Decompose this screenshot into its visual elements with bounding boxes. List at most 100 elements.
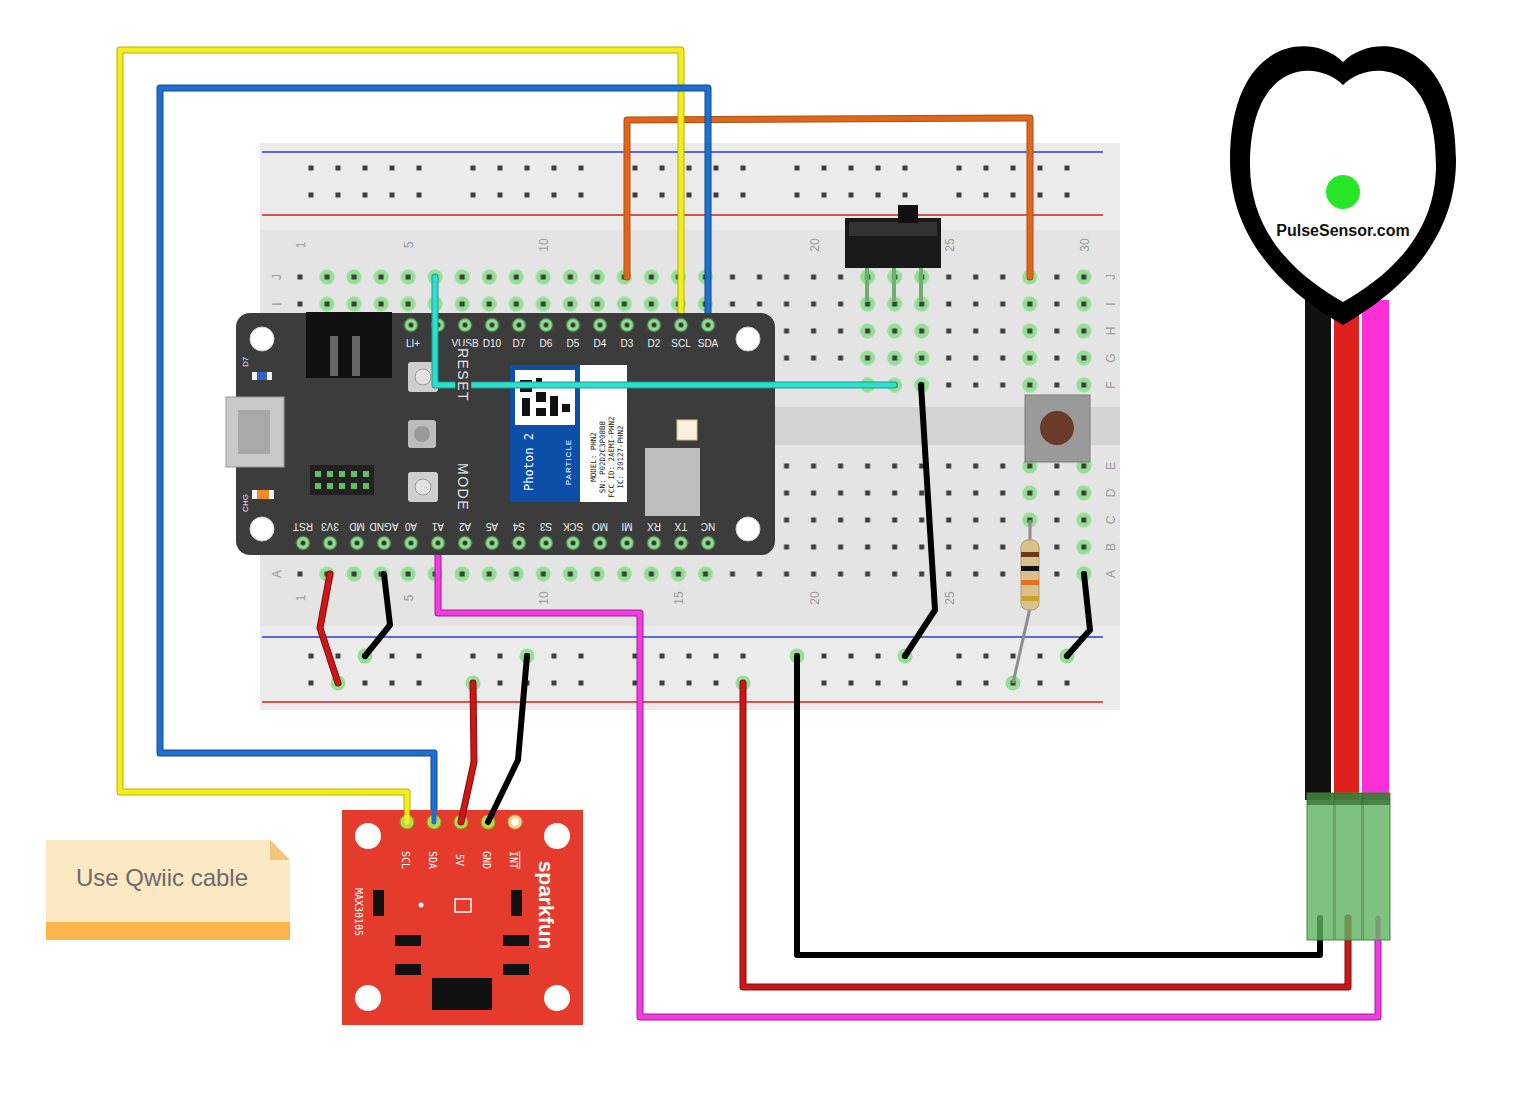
led-label: D7 [241,357,250,367]
row-letter: E [1105,460,1119,472]
pin-label-holder: AGND [370,519,399,537]
row-letter-holder: D [1101,487,1119,500]
jumper-wire [320,574,338,683]
module-info-holder: IC: 20127-PHN2 [609,425,627,488]
pin-label: S3 [540,521,552,533]
photon-board-graphic [414,426,430,442]
pin-label-holder: NC [701,519,715,537]
photon-board-graphic [522,398,530,416]
pin-label-holder: D6 [540,333,553,351]
pin-label-holder: MI [621,519,632,537]
row-letter-holder: H [1101,325,1119,338]
resistor-symbol [1021,596,1039,601]
column-number: 5 [403,593,417,604]
photon-board-graphic [330,336,338,376]
resistor-symbol [1013,520,1039,683]
column-number: 15 [673,589,687,606]
pin-label: A2 [459,521,471,533]
sensor-breakout-graphic [503,935,529,946]
pin-label-holder: D10 [483,333,501,351]
column-number: 20 [809,589,823,606]
pin-label: INT [508,851,520,869]
part-number-holder: MAX30105 [351,888,369,936]
column-number-holder: 20 [805,236,823,253]
breadboard-holes [460,155,595,209]
photon-board-graphic [536,408,546,416]
part-number: MAX30105 [353,888,365,936]
breadboard-holes [298,155,433,209]
sensor-breakout-graphic [512,819,519,826]
sensor-breakout-graphic [395,964,421,975]
module-info: SN: P02D2C3P08B8 [599,421,608,493]
jumper-wire [905,385,935,656]
sensor-breakout-graphic [544,985,570,1011]
column-number-holder: 5 [399,240,417,251]
pin-label: SDA [427,851,439,869]
pin-label: D3 [621,338,634,350]
pin-label: AGND [370,521,399,533]
row-letter: J [271,272,285,282]
jumper-wire [797,656,1320,955]
hole-highlight [1016,264,1043,399]
brand-logo-holder: sparkfun [534,861,558,950]
photon-board-graphic [550,396,558,416]
column-number: 5 [403,240,417,251]
photon-board-graphic [677,420,697,440]
breadboard-holes [298,643,433,697]
resistor-symbol [1021,566,1039,571]
brand-logo: sparkfun [534,861,558,950]
column-number: 1 [295,593,309,604]
sensor-face [1250,71,1436,302]
pin-label-holder: INT [506,851,524,869]
button-label-holder: RESET [454,346,472,404]
photon-board-graphic [238,410,270,454]
pin-label: MO [592,521,608,533]
pin-label: A5 [486,521,498,533]
note-fold [270,840,290,860]
cable-connector [1335,793,1362,940]
photon-board-graphic [415,369,431,385]
pin-label: RX [647,521,661,533]
slide-switch [845,218,941,268]
column-number-holder: 25 [940,589,958,606]
button-label-holder: MODE [454,463,472,511]
cable-connector [1307,793,1334,940]
row-letter-holder: J [267,272,285,282]
jumper-wire [435,277,894,385]
brand-url-holder: PulseSensor.com [1276,222,1409,240]
photon-board-graphic [736,517,760,541]
pin-label: MI [621,521,632,533]
row-letter-holder: C [1101,514,1119,527]
breadboard [262,701,1103,703]
slide-switch [898,205,918,223]
pin-label-holder: GND [479,851,497,869]
pin-label-holder: SCL [398,851,416,869]
jumper-wire [461,683,474,822]
sensor-breakout-graphic [342,810,583,1025]
module-info: MODEL: PHN2 [590,432,599,482]
jumper-wire [1067,574,1090,656]
signal-wire [438,555,1378,1017]
row-letter-holder: F [1101,379,1119,390]
pin-label-holder: RX [647,519,661,537]
button-label: MODE [455,463,471,511]
cable-connector [1307,793,1390,805]
jumper-wire [627,118,1030,277]
column-number: 10 [538,236,552,253]
pin-label-holder: RST [293,519,313,537]
row-letter-holder: A [1101,568,1119,580]
resistor-symbol [1021,540,1039,610]
led-label-holder: CHG [234,494,252,512]
jumper-wire [461,683,474,822]
row-letter-holder: I [1101,300,1119,307]
slide-switch [892,266,896,302]
pin-label: GND [481,851,493,869]
jumper-wire [435,277,894,385]
pin-label: D10 [483,338,501,350]
push-button [1025,395,1090,462]
column-number-holder: 30 [1075,236,1093,253]
push-button [1040,411,1074,445]
photon-board-graphic [257,372,267,380]
hole-highlight [1070,264,1097,399]
pin-label: D6 [540,338,553,350]
